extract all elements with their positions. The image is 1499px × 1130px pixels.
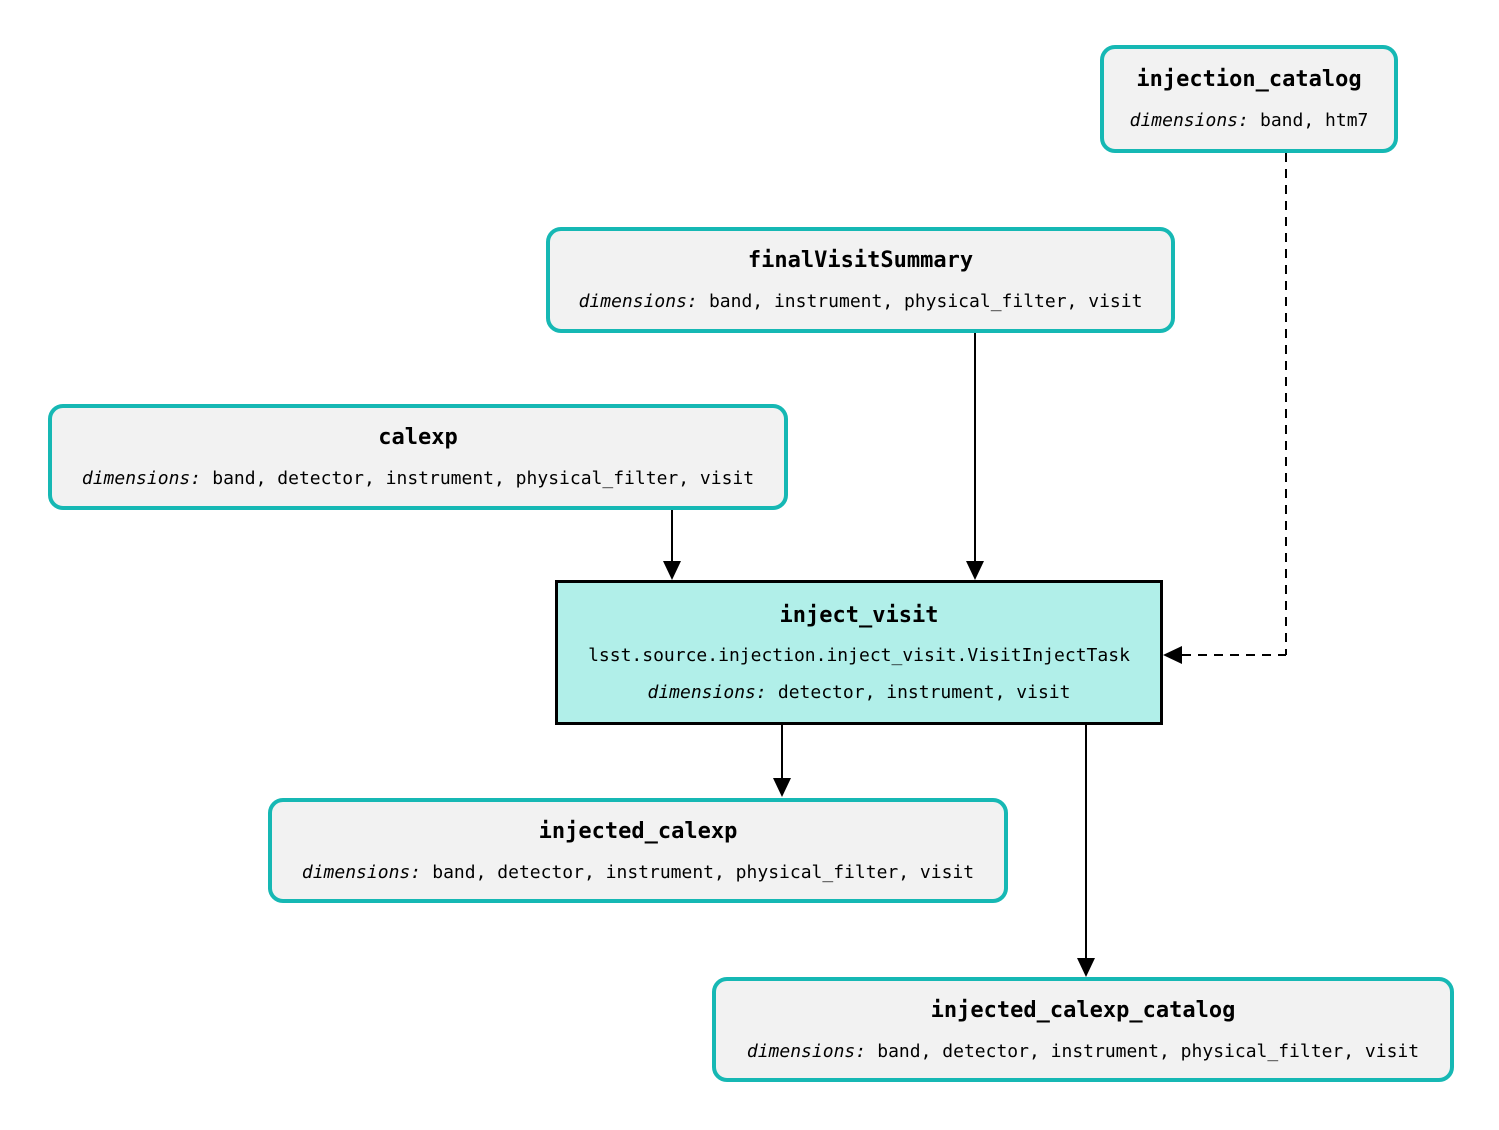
node-dimensions: dimensions: band, detector, instrument, p… bbox=[747, 1040, 1419, 1064]
node-injected-calexp-catalog: injected_calexp_catalog dimensions: band,… bbox=[712, 977, 1454, 1082]
node-calexp: calexp dimensions: band, detector, instru… bbox=[48, 404, 788, 510]
node-title: injected_calexp_catalog bbox=[930, 997, 1236, 1023]
edge-inject-visit-to-injected-calexp-catalog-line bbox=[1085, 725, 1087, 959]
dimensions-label: dimensions: bbox=[647, 681, 767, 703]
node-dimensions: dimensions: band, htm7 bbox=[1130, 109, 1369, 133]
node-finalVisitSummary: finalVisitSummary dimensions: band, instr… bbox=[546, 227, 1175, 333]
dimensions-values: band, instrument, physical_filter, visit bbox=[708, 291, 1143, 312]
edge-injection-catalog-to-inject-visit-dashed-vertical-line bbox=[1285, 153, 1287, 655]
dimensions-values: band, detector, instrument, physical_fil… bbox=[212, 468, 755, 489]
node-title: calexp bbox=[378, 425, 458, 450]
dimensions-label: dimensions: bbox=[301, 861, 422, 883]
node-dimensions: dimensions: band, detector, instrument, p… bbox=[302, 861, 974, 885]
task-class-path: lsst.source.injection.inject_visit.Visit… bbox=[588, 644, 1130, 666]
dimensions-values: band, htm7 bbox=[1260, 110, 1369, 131]
node-injected-calexp: injected_calexp dimensions: band, detecto… bbox=[268, 798, 1008, 903]
edge-finalVisitSummary-to-inject-visit-arrowhead-icon bbox=[966, 561, 984, 580]
dimensions-label: dimensions: bbox=[1129, 110, 1249, 131]
dimensions-label: dimensions: bbox=[578, 291, 698, 312]
node-title: inject_visit bbox=[779, 602, 939, 628]
node-dimensions: dimensions: band, detector, instrument, p… bbox=[82, 467, 754, 491]
node-title: injected_calexp bbox=[538, 818, 738, 844]
dimensions-values: band, detector, instrument, physical_fil… bbox=[432, 861, 975, 883]
edge-calexp-to-inject-visit-line bbox=[671, 510, 673, 562]
edge-inject-visit-to-injected-calexp-arrowhead-icon bbox=[773, 778, 791, 797]
edge-injection-catalog-to-inject-visit-arrowhead-icon bbox=[1163, 646, 1182, 664]
dimensions-label: dimensions: bbox=[746, 1040, 867, 1062]
edge-injection-catalog-to-inject-visit-dashed-horizontal-line bbox=[1182, 654, 1286, 656]
edge-finalVisitSummary-to-inject-visit-line bbox=[974, 333, 976, 562]
dimensions-label: dimensions: bbox=[81, 468, 202, 489]
node-inject-visit-task: inject_visit lsst.source.injection.injec… bbox=[555, 580, 1163, 725]
node-title: injection_catalog bbox=[1136, 67, 1362, 92]
edge-inject-visit-to-injected-calexp-catalog-arrowhead-icon bbox=[1077, 958, 1095, 977]
node-title: finalVisitSummary bbox=[747, 248, 974, 273]
node-injection-catalog: injection_catalog dimensions: band, htm7 bbox=[1100, 45, 1398, 153]
node-dimensions: dimensions: band, instrument, physical_fi… bbox=[579, 290, 1143, 314]
dimensions-values: detector, instrument, visit bbox=[777, 681, 1071, 703]
edge-calexp-to-inject-visit-arrowhead-icon bbox=[663, 561, 681, 580]
edge-inject-visit-to-injected-calexp-line bbox=[781, 725, 783, 779]
node-dimensions: dimensions: detector, instrument, visit bbox=[648, 681, 1071, 705]
dimensions-values: band, detector, instrument, physical_fil… bbox=[877, 1040, 1420, 1062]
